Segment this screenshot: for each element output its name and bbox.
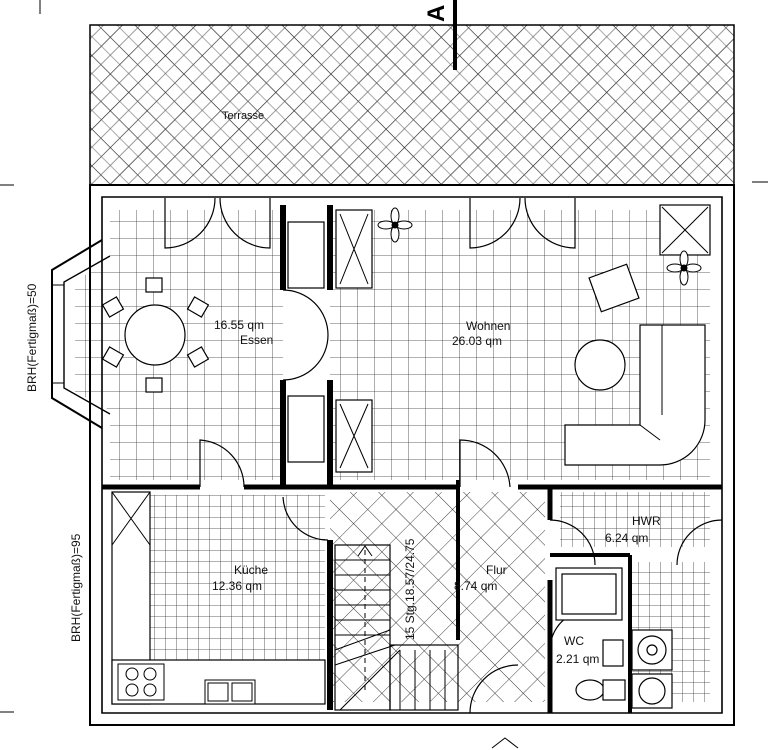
room-area-kueche: 12.36 qm	[212, 579, 262, 593]
dining-furniture	[101, 277, 210, 393]
room-divider-cabinets	[287, 209, 373, 473]
room-name-wohnen: Wohnen	[466, 319, 510, 333]
living-furniture	[564, 204, 711, 466]
room-name-essen: Essen	[240, 333, 273, 347]
utility-fixtures	[555, 567, 673, 709]
section-marker: A	[423, 0, 457, 70]
kitchen-cabinets	[111, 491, 326, 705]
room-area-flur: 8.74 qm	[454, 579, 497, 593]
plant-icons	[377, 207, 702, 286]
room-name-flur: Flur	[486, 563, 507, 577]
room-labels: Terrasse 16.55 qm Essen Wohnen 26.03 qm …	[212, 110, 661, 666]
section-marker-label: A	[423, 5, 450, 22]
room-name-kueche: Küche	[234, 563, 268, 577]
rotated-labels: BRH(Fertigmaß)=50 BRH(Fertigmaß)=95 15 S…	[25, 283, 417, 642]
walls	[51, 184, 735, 726]
terrace-area	[89, 24, 735, 186]
room-area-wc: 2.21 qm	[556, 652, 599, 666]
doors	[164, 197, 723, 714]
room-area-wohnen: 26.03 qm	[452, 334, 502, 348]
staircase	[334, 544, 459, 711]
room-area-essen: 16.55 qm	[214, 318, 264, 332]
room-name-wc: WC	[564, 634, 584, 648]
room-area-hwr: 6.24 qm	[605, 531, 648, 545]
room-name-terrasse: Terrasse	[222, 110, 264, 122]
room-name-hwr: HWR	[632, 514, 661, 528]
window-label-lower: BRH(Fertigmaß)=95	[69, 533, 83, 642]
stair-label: 15 Stg.18.57/24.75	[403, 538, 417, 640]
window-label-upper: BRH(Fertigmaß)=50	[25, 283, 39, 392]
